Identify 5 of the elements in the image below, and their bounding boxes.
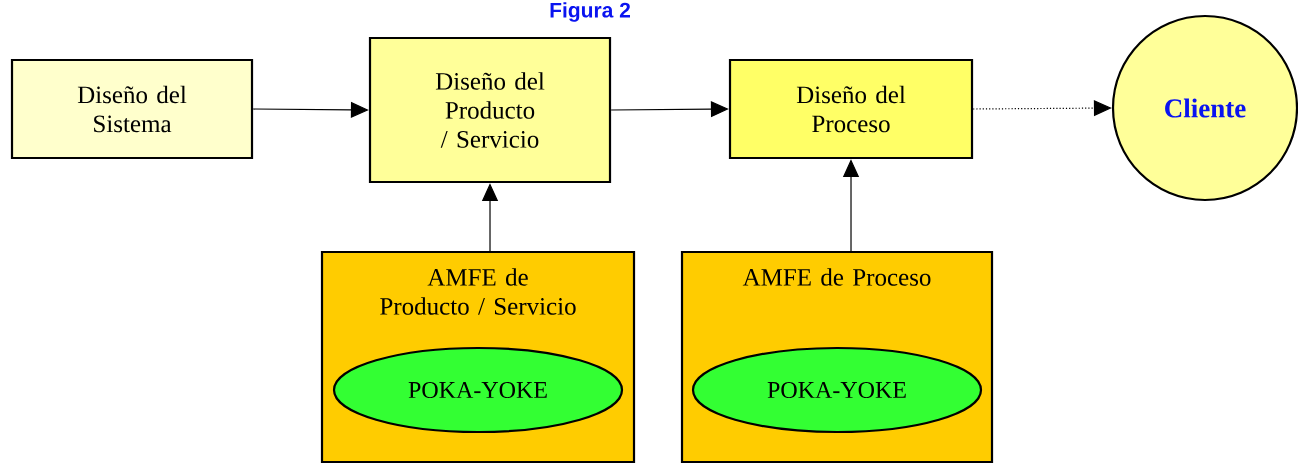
process-box: Diseño del Sistema	[10, 58, 254, 160]
arrow	[252, 101, 369, 118]
figure-title: Figura 2	[550, 2, 630, 22]
process-box: Diseño del Proceso	[728, 58, 974, 160]
process-box: Diseño del Producto / Servicio	[368, 36, 612, 184]
